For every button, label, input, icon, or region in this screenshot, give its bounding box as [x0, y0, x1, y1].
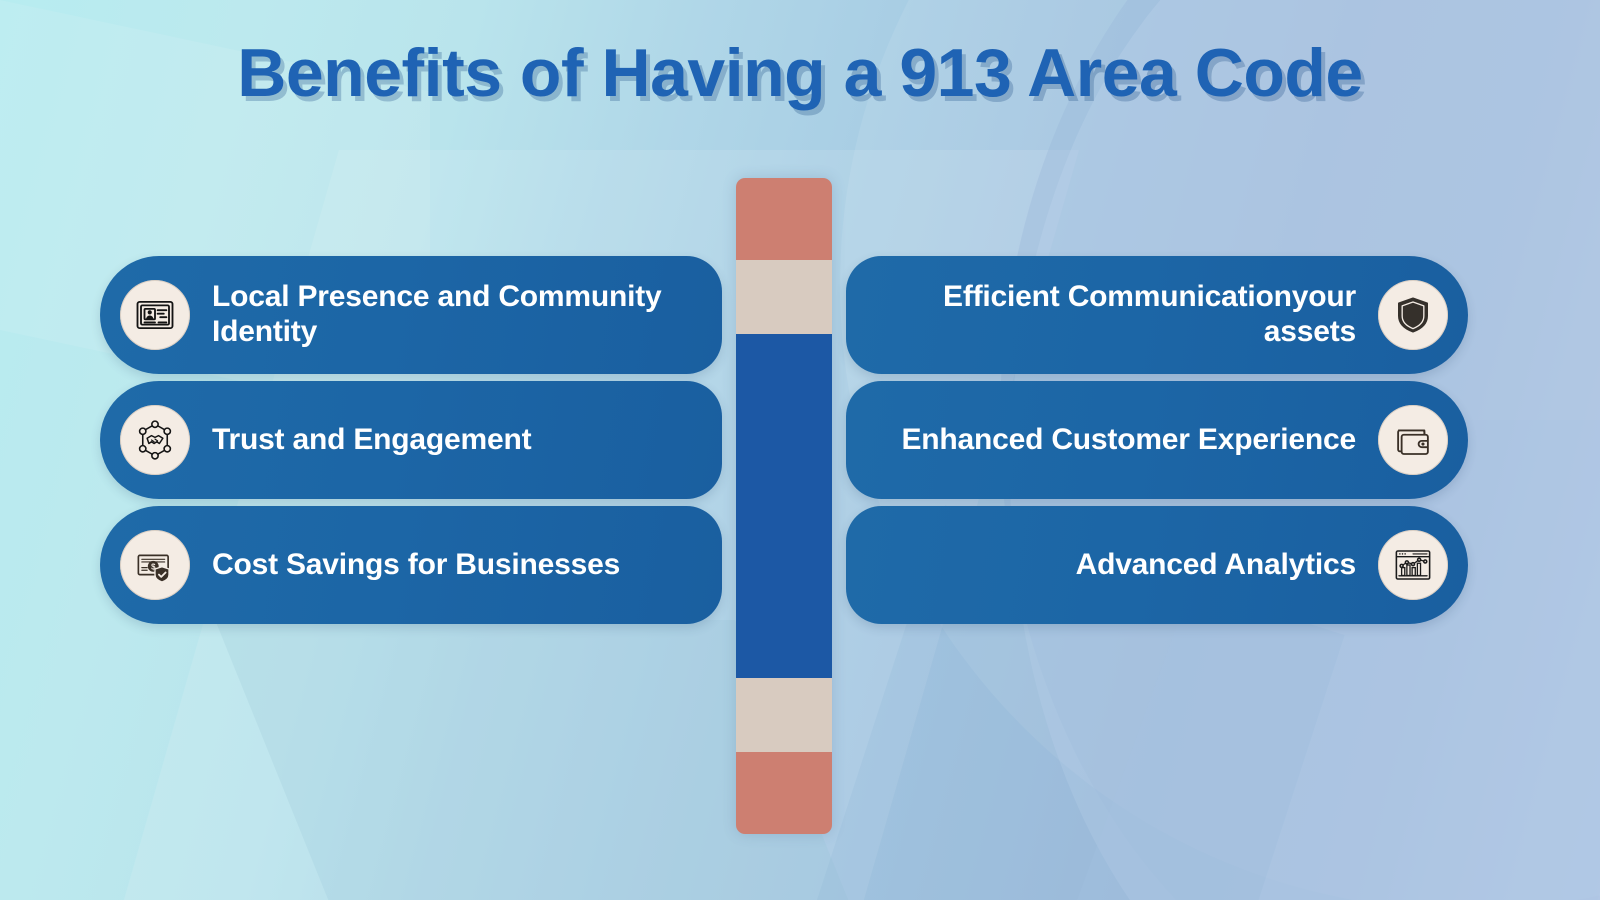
bar-segment-salmon-bottom	[736, 752, 832, 834]
handshake-network-icon	[120, 405, 190, 475]
benefit-card-customer-experience[interactable]: Enhanced Customer Experience	[846, 381, 1468, 499]
left-card-column: Local Presence and Community Identity Tr…	[100, 256, 722, 624]
card-label: Advanced Analytics	[1075, 547, 1357, 581]
benefit-card-efficient-communication[interactable]: Efficient Communicationyour assets	[846, 256, 1468, 374]
id-card-icon	[120, 280, 190, 350]
money-shield-icon: $	[120, 530, 190, 600]
wallet-icon	[1378, 405, 1448, 475]
card-label: Local Presence and Community Identity	[212, 280, 662, 348]
benefit-card-local-presence[interactable]: Local Presence and Community Identity	[100, 256, 722, 374]
card-label: Enhanced Customer Experience	[901, 422, 1356, 456]
page-title: Benefits of Having a 913 Area Code	[237, 35, 1363, 111]
bar-segment-cream-top	[736, 260, 832, 334]
center-divider-bar	[736, 178, 832, 834]
benefit-card-trust-engagement[interactable]: Trust and Engagement	[100, 381, 722, 499]
card-label: Efficient Communicationyour assets	[943, 280, 1356, 348]
card-label: Trust and Engagement	[212, 422, 532, 456]
svg-text:$: $	[151, 563, 156, 572]
benefit-card-cost-savings[interactable]: $ Cost Savings for Businesses	[100, 506, 722, 624]
bar-segment-salmon-top	[736, 178, 832, 260]
bar-segment-blue-middle	[736, 334, 832, 678]
card-label: Cost Savings for Businesses	[212, 547, 621, 581]
shield-icon	[1378, 280, 1448, 350]
bar-segment-cream-bottom	[736, 678, 832, 752]
analytics-chart-icon	[1378, 530, 1448, 600]
benefit-card-advanced-analytics[interactable]: Advanced Analytics	[846, 506, 1468, 624]
right-card-column: Efficient Communicationyour assets Enhan…	[846, 256, 1468, 624]
